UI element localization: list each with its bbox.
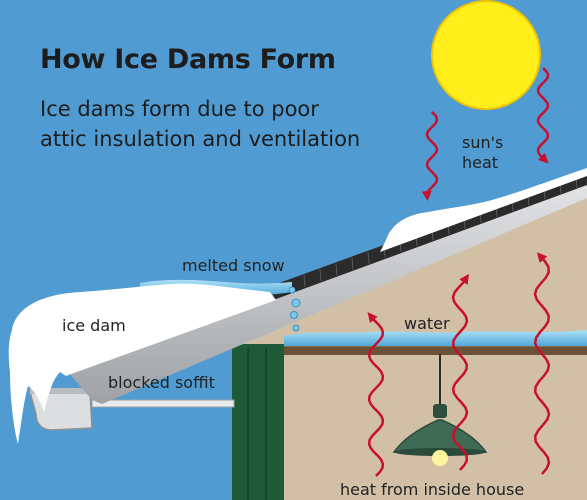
sun-heat-label-line-2: heat xyxy=(462,153,499,172)
heat-arrow-icon xyxy=(451,273,469,471)
blocked-soffit-label: blocked soffit xyxy=(108,373,215,392)
page-title: How Ice Dams Form xyxy=(40,44,336,75)
heat-arrow-icon xyxy=(533,252,551,475)
melted-snow-label: melted snow xyxy=(182,256,285,275)
ice-dam-label: ice dam xyxy=(62,316,126,335)
subtitle-line-2: attic insulation and ventilation xyxy=(40,127,361,151)
roof-snow xyxy=(380,168,587,252)
subtitle-line-1: Ice dams form due to poor xyxy=(40,97,319,121)
attic-water xyxy=(284,330,587,346)
ice-dam xyxy=(8,283,277,444)
sun-heat-label: sun's heat xyxy=(462,133,503,173)
heat-arrow-icon xyxy=(421,111,439,201)
house-wall xyxy=(232,344,284,500)
ceiling-beam xyxy=(282,346,587,355)
pendant-lamp-icon xyxy=(392,354,488,466)
heat-from-house-label: heat from inside house xyxy=(340,480,525,499)
water-label: water xyxy=(404,314,450,333)
sun-heat-label-line-1: sun's xyxy=(462,133,504,152)
water-droplet-icon xyxy=(288,286,301,332)
soffit-pipe xyxy=(91,399,235,408)
heat-arrow-icon xyxy=(367,312,385,477)
heat-arrow-icon xyxy=(536,67,550,164)
sun-icon xyxy=(431,0,541,110)
roof-fascia xyxy=(66,178,587,404)
